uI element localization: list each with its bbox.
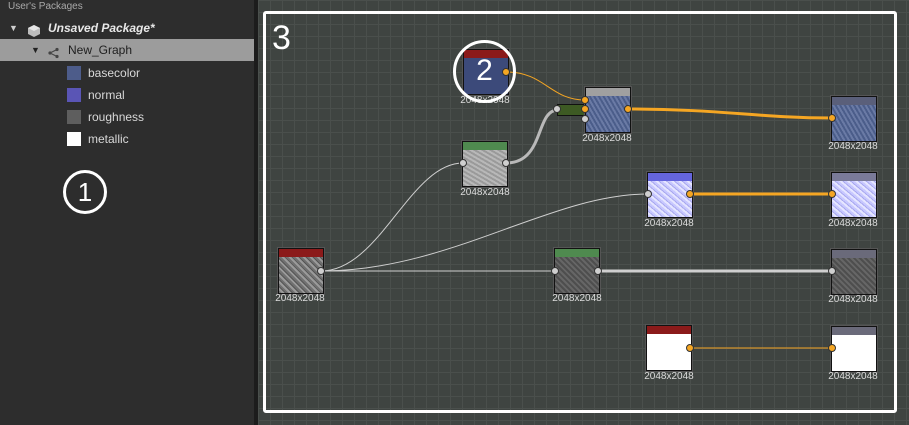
tree-item-output-normal[interactable]: normal [0, 84, 254, 106]
node-header [555, 249, 599, 257]
node-resolution-label: 2048x2048 [828, 218, 878, 229]
node-output-basecolor[interactable] [831, 96, 877, 142]
explorer-header: User's Packages [8, 1, 83, 12]
node-header [832, 97, 876, 105]
package-title: Unsaved Package* [48, 21, 155, 35]
output-port[interactable] [594, 267, 602, 275]
input-port[interactable] [644, 190, 652, 198]
input-port[interactable] [828, 190, 836, 198]
node-output-metallic[interactable] [831, 326, 877, 372]
node-output-roughness[interactable] [831, 249, 877, 295]
node-normal[interactable] [647, 172, 693, 218]
node-thumbnail [832, 258, 876, 294]
graph-icon [48, 44, 60, 59]
node-grunge-source[interactable] [278, 248, 324, 294]
node-thumbnail [647, 334, 691, 370]
graph-highlight-frame [263, 11, 897, 413]
tree-item-graph[interactable]: ▼ New_Graph [0, 39, 254, 61]
panel-splitter[interactable] [254, 0, 258, 425]
normal-swatch-icon [67, 88, 81, 102]
node-thumbnail [555, 257, 599, 293]
output-label: roughness [88, 110, 145, 124]
tree-item-package[interactable]: ▼ Unsaved Package* [0, 17, 254, 39]
node-resolution-label: 2048x2048 [644, 218, 694, 229]
input-port[interactable] [459, 159, 467, 167]
node-resolution-label: 2048x2048 [460, 187, 510, 198]
expand-arrow-icon[interactable]: ▼ [9, 23, 18, 33]
node-thumbnail [832, 105, 876, 141]
node-thumbnail [279, 257, 323, 293]
node-resolution-label: 2048x2048 [582, 133, 632, 144]
output-port[interactable] [686, 344, 694, 352]
tree-item-output-metallic[interactable]: metallic [0, 128, 254, 150]
node-header [648, 173, 692, 181]
node-thumbnail [463, 150, 507, 186]
node-header [832, 173, 876, 181]
output-label: metallic [88, 132, 129, 146]
node-output-normal[interactable] [831, 172, 877, 218]
input-port[interactable] [581, 115, 589, 123]
node-thumbnail [832, 335, 876, 371]
input-port[interactable] [828, 344, 836, 352]
node-header [832, 250, 876, 258]
node-roughness-levels[interactable] [554, 248, 600, 294]
output-port[interactable] [502, 159, 510, 167]
input-port[interactable] [551, 267, 559, 275]
output-port[interactable] [686, 190, 694, 198]
package-icon [28, 22, 40, 37]
node-resolution-label: 2048x2048 [828, 141, 878, 152]
node-resolution-label: 2048x2048 [552, 293, 602, 304]
expand-arrow-icon[interactable]: ▼ [31, 45, 40, 55]
output-label: normal [88, 88, 125, 102]
node-header [832, 327, 876, 335]
callout-2: 2 [453, 40, 516, 103]
node-header [279, 249, 323, 257]
node-thumbnail [648, 181, 692, 217]
input-port[interactable] [828, 267, 836, 275]
node-resolution-label: 2048x2048 [828, 294, 878, 305]
metallic-swatch-icon [67, 132, 81, 146]
roughness-swatch-icon [67, 110, 81, 124]
node-thumbnail [586, 96, 630, 132]
input-port[interactable] [581, 96, 589, 104]
node-header [647, 326, 691, 334]
tree-item-output-roughness[interactable]: roughness [0, 106, 254, 128]
tree-item-output-basecolor[interactable]: basecolor [0, 62, 254, 84]
node-gradient-map[interactable] [462, 141, 508, 187]
output-label: basecolor [88, 66, 141, 80]
node-header [463, 142, 507, 150]
input-port[interactable] [581, 105, 589, 113]
graph-title: New_Graph [68, 43, 133, 57]
node-resolution-label: 2048x2048 [644, 371, 694, 382]
input-port[interactable] [828, 114, 836, 122]
node-resolution-label: 2048x2048 [828, 371, 878, 382]
node-thumbnail [832, 181, 876, 217]
basecolor-swatch-icon [67, 66, 81, 80]
input-port[interactable] [553, 105, 561, 113]
package-explorer: User's Packages ▼ Unsaved Package* ▼ New… [0, 0, 254, 425]
callout-1: 1 [63, 170, 107, 214]
output-port[interactable] [317, 267, 325, 275]
output-port[interactable] [624, 105, 632, 113]
callout-3: 3 [272, 19, 291, 57]
node-header [586, 88, 630, 96]
node-metallic-uniform[interactable] [646, 325, 692, 371]
node-resolution-label: 2048x2048 [275, 293, 325, 304]
